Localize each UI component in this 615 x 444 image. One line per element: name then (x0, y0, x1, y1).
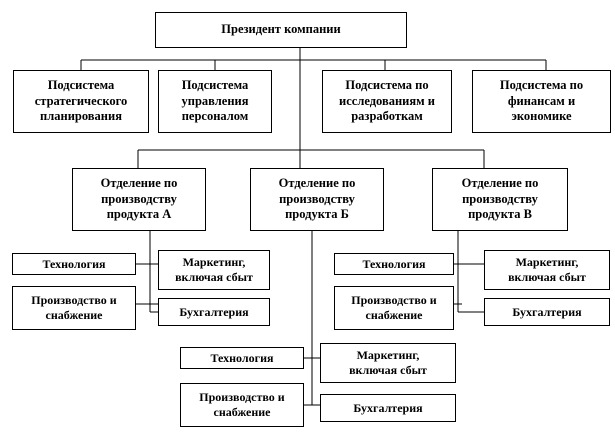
division-label: Отделение по производству продукта В (461, 176, 539, 222)
president-label: Президент компании (221, 22, 341, 37)
subsystem-personnel: Подсистема управления персоналом (158, 70, 272, 133)
dept-label: Производство и снабжение (31, 293, 117, 322)
subsystem-research: Подсистема по исследованиям и разработка… (322, 70, 452, 133)
dept-label: Технология (210, 350, 274, 365)
dept-label: Производство и снабжение (199, 390, 285, 419)
dept-a-marketing: Маркетинг, включая сбыт (158, 250, 270, 290)
dept-a-accounting: Бухгалтерия (158, 298, 270, 326)
subsystem-label: Подсистема стратегического планирования (34, 78, 128, 124)
dept-c-technology: Технология (334, 253, 454, 275)
subsystem-finance: Подсистема по финансам и экономике (472, 70, 611, 133)
dept-label: Технология (42, 256, 106, 271)
dept-label: Производство и снабжение (351, 293, 437, 322)
president-box: Президент компании (155, 12, 407, 48)
dept-b-technology: Технология (180, 347, 304, 369)
division-label: Отделение по производству продукта Б (278, 176, 356, 222)
dept-c-accounting: Бухгалтерия (484, 298, 610, 326)
dept-label: Бухгалтерия (512, 304, 582, 319)
dept-c-production: Производство и снабжение (334, 286, 454, 330)
dept-a-technology: Технология (12, 253, 136, 275)
dept-label: Маркетинг, включая сбыт (349, 348, 427, 377)
division-product-b: Отделение по производству продукта Б (250, 168, 384, 231)
division-product-a: Отделение по производству продукта А (72, 168, 206, 231)
dept-b-production: Производство и снабжение (180, 383, 304, 427)
dept-b-accounting: Бухгалтерия (320, 394, 456, 422)
dept-label: Технология (362, 256, 426, 271)
dept-b-marketing: Маркетинг, включая сбыт (320, 343, 456, 383)
dept-label: Маркетинг, включая сбыт (508, 255, 586, 284)
dept-label: Бухгалтерия (353, 400, 423, 415)
subsystem-strategic-planning: Подсистема стратегического планирования (13, 70, 149, 133)
division-product-c: Отделение по производству продукта В (432, 168, 568, 231)
dept-c-marketing: Маркетинг, включая сбыт (484, 250, 610, 290)
dept-label: Бухгалтерия (179, 304, 249, 319)
dept-label: Маркетинг, включая сбыт (175, 255, 253, 284)
subsystem-label: Подсистема по финансам и экономике (499, 78, 584, 124)
dept-a-production: Производство и снабжение (12, 286, 136, 330)
subsystem-label: Подсистема по исследованиям и разработка… (339, 78, 435, 124)
division-label: Отделение по производству продукта А (100, 176, 178, 222)
subsystem-label: Подсистема управления персоналом (181, 78, 249, 124)
